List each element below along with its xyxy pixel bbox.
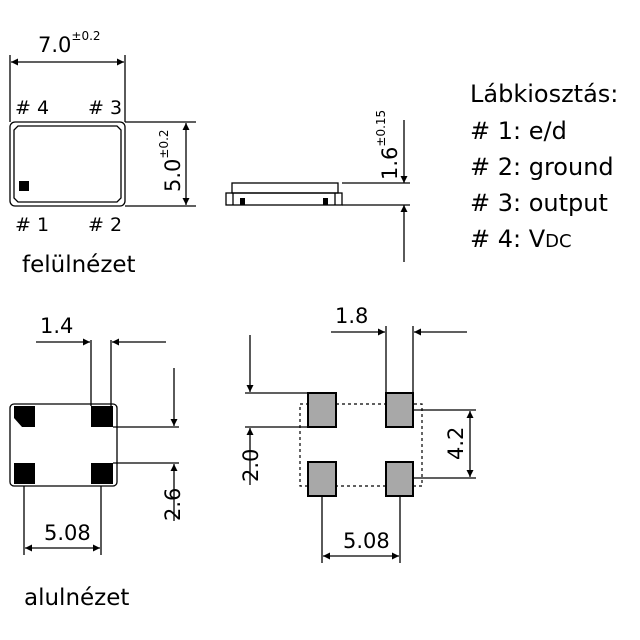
pin3-label: # 3	[88, 97, 122, 119]
bottom-view-caption: alulnézet	[24, 585, 129, 611]
legend-item: # 4: VDC	[470, 225, 572, 253]
side-base	[225, 192, 343, 206]
pad-width-dimension: 1.4	[40, 314, 73, 338]
side-view: 1.6±0.15	[225, 110, 410, 262]
top-view-caption: felülnézet	[22, 252, 136, 278]
side-body	[231, 182, 339, 194]
land-pad	[307, 461, 337, 497]
pin1-pad	[14, 406, 35, 427]
pin1-marker	[19, 181, 29, 191]
land-pad-width-dimension: 1.8	[335, 304, 368, 328]
land-pad	[385, 392, 414, 428]
land-pad-height-dimension: 2.0	[239, 449, 263, 482]
top-view: 7.0±0.2 # 4 # 3 # 1 # 2 felülnézet 5.0±0…	[9, 29, 196, 278]
land-pattern: 1.8 2.0 4.2 5.08	[239, 304, 476, 563]
pin2-label: # 2	[88, 214, 122, 236]
package-outline-dashed	[299, 403, 423, 487]
height-dimension: 5.0±0.2	[157, 129, 185, 192]
land-pitch-dimension: 5.08	[343, 529, 390, 553]
pinout-legend: Lábkiosztás: # 1: e/d # 2: ground # 3: o…	[470, 80, 618, 253]
pin4-pad	[91, 406, 113, 427]
pin3-pad	[91, 463, 113, 484]
legend-item: # 2: ground	[470, 153, 614, 181]
legend-item: # 3: output	[470, 189, 608, 217]
pin4-label: # 4	[15, 97, 49, 119]
package-outline	[9, 403, 118, 487]
width-dimension: 7.0±0.2	[38, 29, 101, 57]
legend-item: # 1: e/d	[470, 117, 567, 145]
pin2-pad	[14, 463, 35, 484]
pin1-label: # 1	[15, 214, 49, 236]
land-pad	[385, 461, 414, 497]
bottom-view: 1.4 2.6 5.08 alulnézet	[9, 314, 185, 611]
land-vertical-dimension: 4.2	[444, 427, 468, 460]
lid-outline	[13, 125, 122, 203]
package-outline	[9, 121, 126, 207]
thickness-dimension: 1.6±0.15	[374, 110, 402, 180]
legend-title: Lábkiosztás:	[470, 80, 618, 108]
pad-gap-dimension: 2.6	[161, 488, 185, 521]
land-pad	[307, 392, 337, 428]
pitch-dimension: 5.08	[44, 521, 91, 545]
